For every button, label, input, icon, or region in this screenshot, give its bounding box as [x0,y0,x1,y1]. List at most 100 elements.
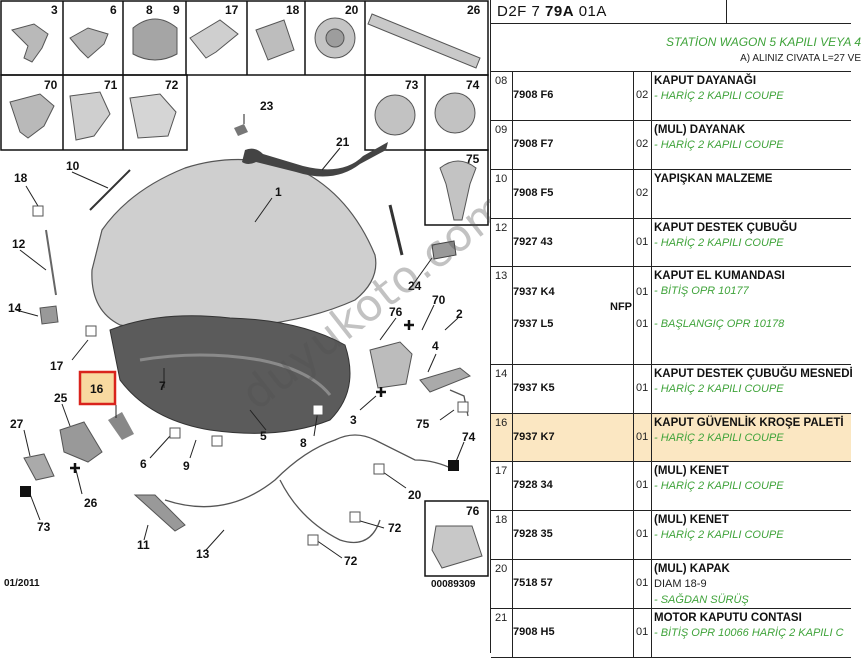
column-divider [634,511,652,559]
part-name: KAPUT DESTEK ÇUBUĞU [654,222,798,234]
clip-part-71 [69,91,111,141]
thumb-label: 70 [44,78,58,92]
callout-label: 76 [389,305,403,319]
thumb-label: 73 [405,78,419,92]
nfp-flag: NFP [610,301,632,313]
callout-label: 74 [462,430,476,444]
callout-label: 75 [416,417,430,431]
page-code: D2F 7 79A 01A [497,3,607,20]
part-name: KAPUT GÜVENLİK KROŞE PALETİ [654,417,844,429]
thumb-label: 75 [466,152,480,166]
part-condition: - BİTİŞ OPR 10066 HARİÇ 2 KAPILI C [654,627,844,639]
part-name: (MUL) DAYANAK [654,124,746,136]
part-quantity: 01 [636,479,649,491]
callout-label: 11 [137,538,150,552]
part-condition: - BAŞLANGIÇ OPR 10178 [654,318,785,330]
lever-part-11 [133,494,186,532]
part-reference: 7908 F7 [513,138,554,150]
frame-rib [139,353,332,396]
column-divider [513,121,634,169]
nut-part-73 [374,94,416,136]
callout-label: 9 [183,459,190,473]
page-header: D2F 7 79A 01A [491,0,851,24]
column-divider [634,121,652,169]
column-divider [634,219,652,266]
column-divider [634,462,652,510]
part-condition: - SAĞDAN SÜRÜŞ [654,594,749,606]
callout-label: 7 [159,379,166,393]
callout-label: 8 [300,436,307,450]
item-number: 09 [495,124,508,136]
part-quantity: 01 [636,431,649,443]
prop-rod-12 [45,229,57,296]
section-title: STATİON WAGON 5 KAPILI VEYA 4 [666,35,861,49]
thumb-label: 18 [286,3,300,17]
item-number: 12 [495,222,508,234]
column-divider [491,414,513,461]
part-condition: - HARİÇ 2 KAPILI COUPE [654,383,784,395]
callout-label: 20 [408,488,422,502]
callout-label: 21 [336,135,350,149]
drawing-number: 00089309 [431,579,476,590]
cap-hole [325,28,345,48]
callout-label: 17 [50,359,64,373]
part-reference: 7518 57 [513,577,553,589]
column-divider [491,72,513,120]
part-name: (MUL) KAPAK [654,563,730,575]
bracket-part-76 [369,341,413,389]
part-condition: DIAM 18-9 [654,578,707,590]
part-quantity: 01 [636,236,649,248]
thumb-label: 9 [173,3,180,17]
part-name: MOTOR KAPUTU CONTASI [654,612,802,624]
hood-assembly [23,124,471,544]
page-code-suffix: 01A [574,3,607,20]
callout-label: 2 [456,307,463,321]
parts-list-panel: D2F 7 79A 01A STATİON WAGON 5 KAPILI VEY… [490,0,861,658]
item-number: 13 [495,270,508,282]
callout-boxes [32,205,469,546]
part-23 [234,124,248,136]
column-divider [491,267,513,364]
thumb-label: 71 [104,78,118,92]
part-quantity: 01 [636,382,649,394]
latch-part-25 [59,421,103,463]
callout-label: 1 [275,185,282,199]
clip-part-3 [11,23,49,63]
column-divider [513,560,634,608]
callout-label: 23 [260,99,274,113]
exploded-parts-diagram: 3 6 8 9 17 18 20 26 70 71 72 73 74 75 76 [0,0,519,590]
column-divider [634,267,652,364]
seal-end [388,204,404,256]
part-quantity: 01 [636,626,649,638]
column-divider [634,365,652,413]
column-divider [491,170,513,218]
column-divider [513,365,634,413]
callout-label: 10 [66,159,80,173]
part-reference: 7937 K4 [513,286,555,298]
item-number: 18 [495,514,508,526]
callout-label: 5 [260,429,267,443]
column-divider [491,121,513,169]
part-quantity: 01 [636,528,649,540]
column-divider [491,609,513,657]
callout-label: 24 [408,279,422,293]
column-divider [491,560,513,608]
part-reference: 7937 K7 [513,431,555,443]
hood-inner-frame [109,315,351,434]
column-divider [513,609,634,657]
callout-label: 26 [84,496,98,510]
clip-part-76 [431,525,483,569]
part-condition: - HARİÇ 2 KAPILI COUPE [654,237,784,249]
item-number: 10 [495,173,508,185]
